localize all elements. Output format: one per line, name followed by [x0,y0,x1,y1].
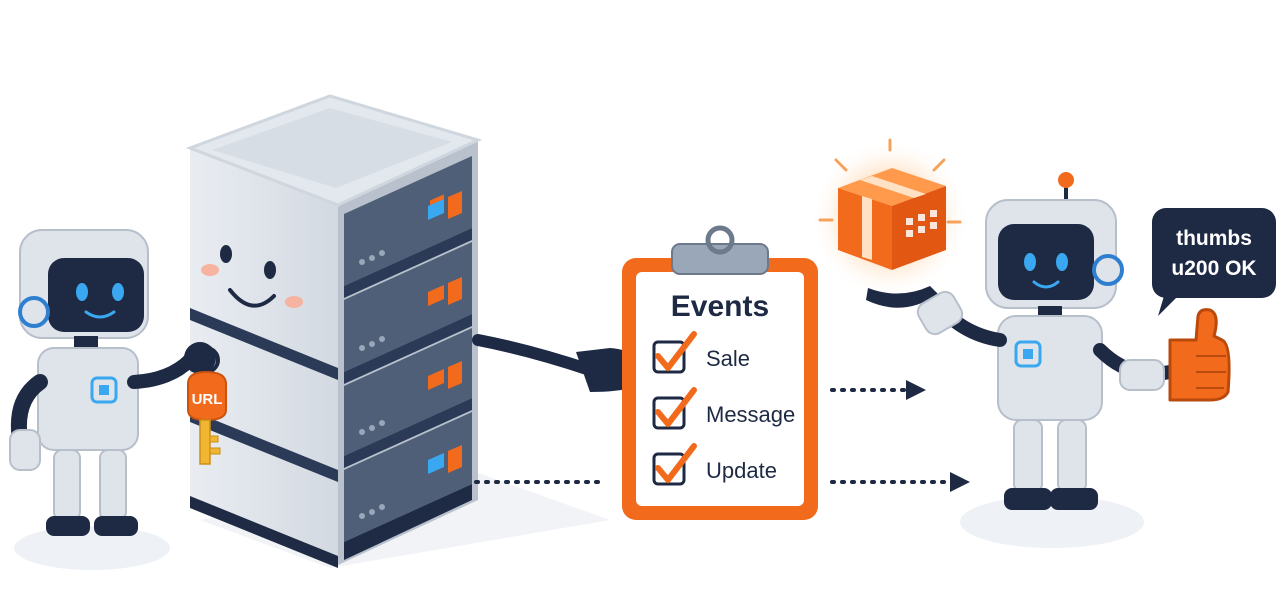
event-label: Update [706,458,777,483]
event-label: Sale [706,346,750,371]
speech-line-2: u200 OK [1171,257,1256,280]
thumbs-up-icon [1168,308,1231,402]
event-item-sale: Sale [652,331,750,374]
clipboard-clip [671,243,769,275]
server-face [201,245,303,308]
server-vents [359,250,385,519]
speech-line-1: thumbs [1176,227,1252,250]
server-stack [185,94,646,568]
event-label: Message [706,402,795,427]
checkmark-icon [655,443,697,483]
server-lights [428,191,462,474]
left-robot-shadow [14,526,170,570]
checkmark-icon [655,331,697,371]
left-robot-ear [18,296,50,328]
antenna-tip [1058,172,1074,188]
events-clipboard: Events Sale Message Update [622,225,818,520]
server-units [344,156,472,560]
clipboard-paper [636,272,804,506]
arrowhead-icon [906,380,926,400]
url-key: URL [187,346,227,465]
server-arm [472,334,596,376]
flow-arrows [474,380,970,492]
speech-bubble: thumbs u200 OK [1152,208,1276,316]
glowing-package [810,138,970,308]
clipboard-title: Events [671,290,769,323]
key-label: URL [192,391,223,408]
left-robot [9,229,216,536]
right-robot-shadow [960,496,1144,548]
event-item-message: Message [652,387,795,430]
right-robot [916,172,1231,510]
arrowhead-icon [950,472,970,492]
event-item-update: Update [652,443,777,486]
right-robot-ear [1092,254,1124,286]
checkmark-icon [655,387,697,427]
